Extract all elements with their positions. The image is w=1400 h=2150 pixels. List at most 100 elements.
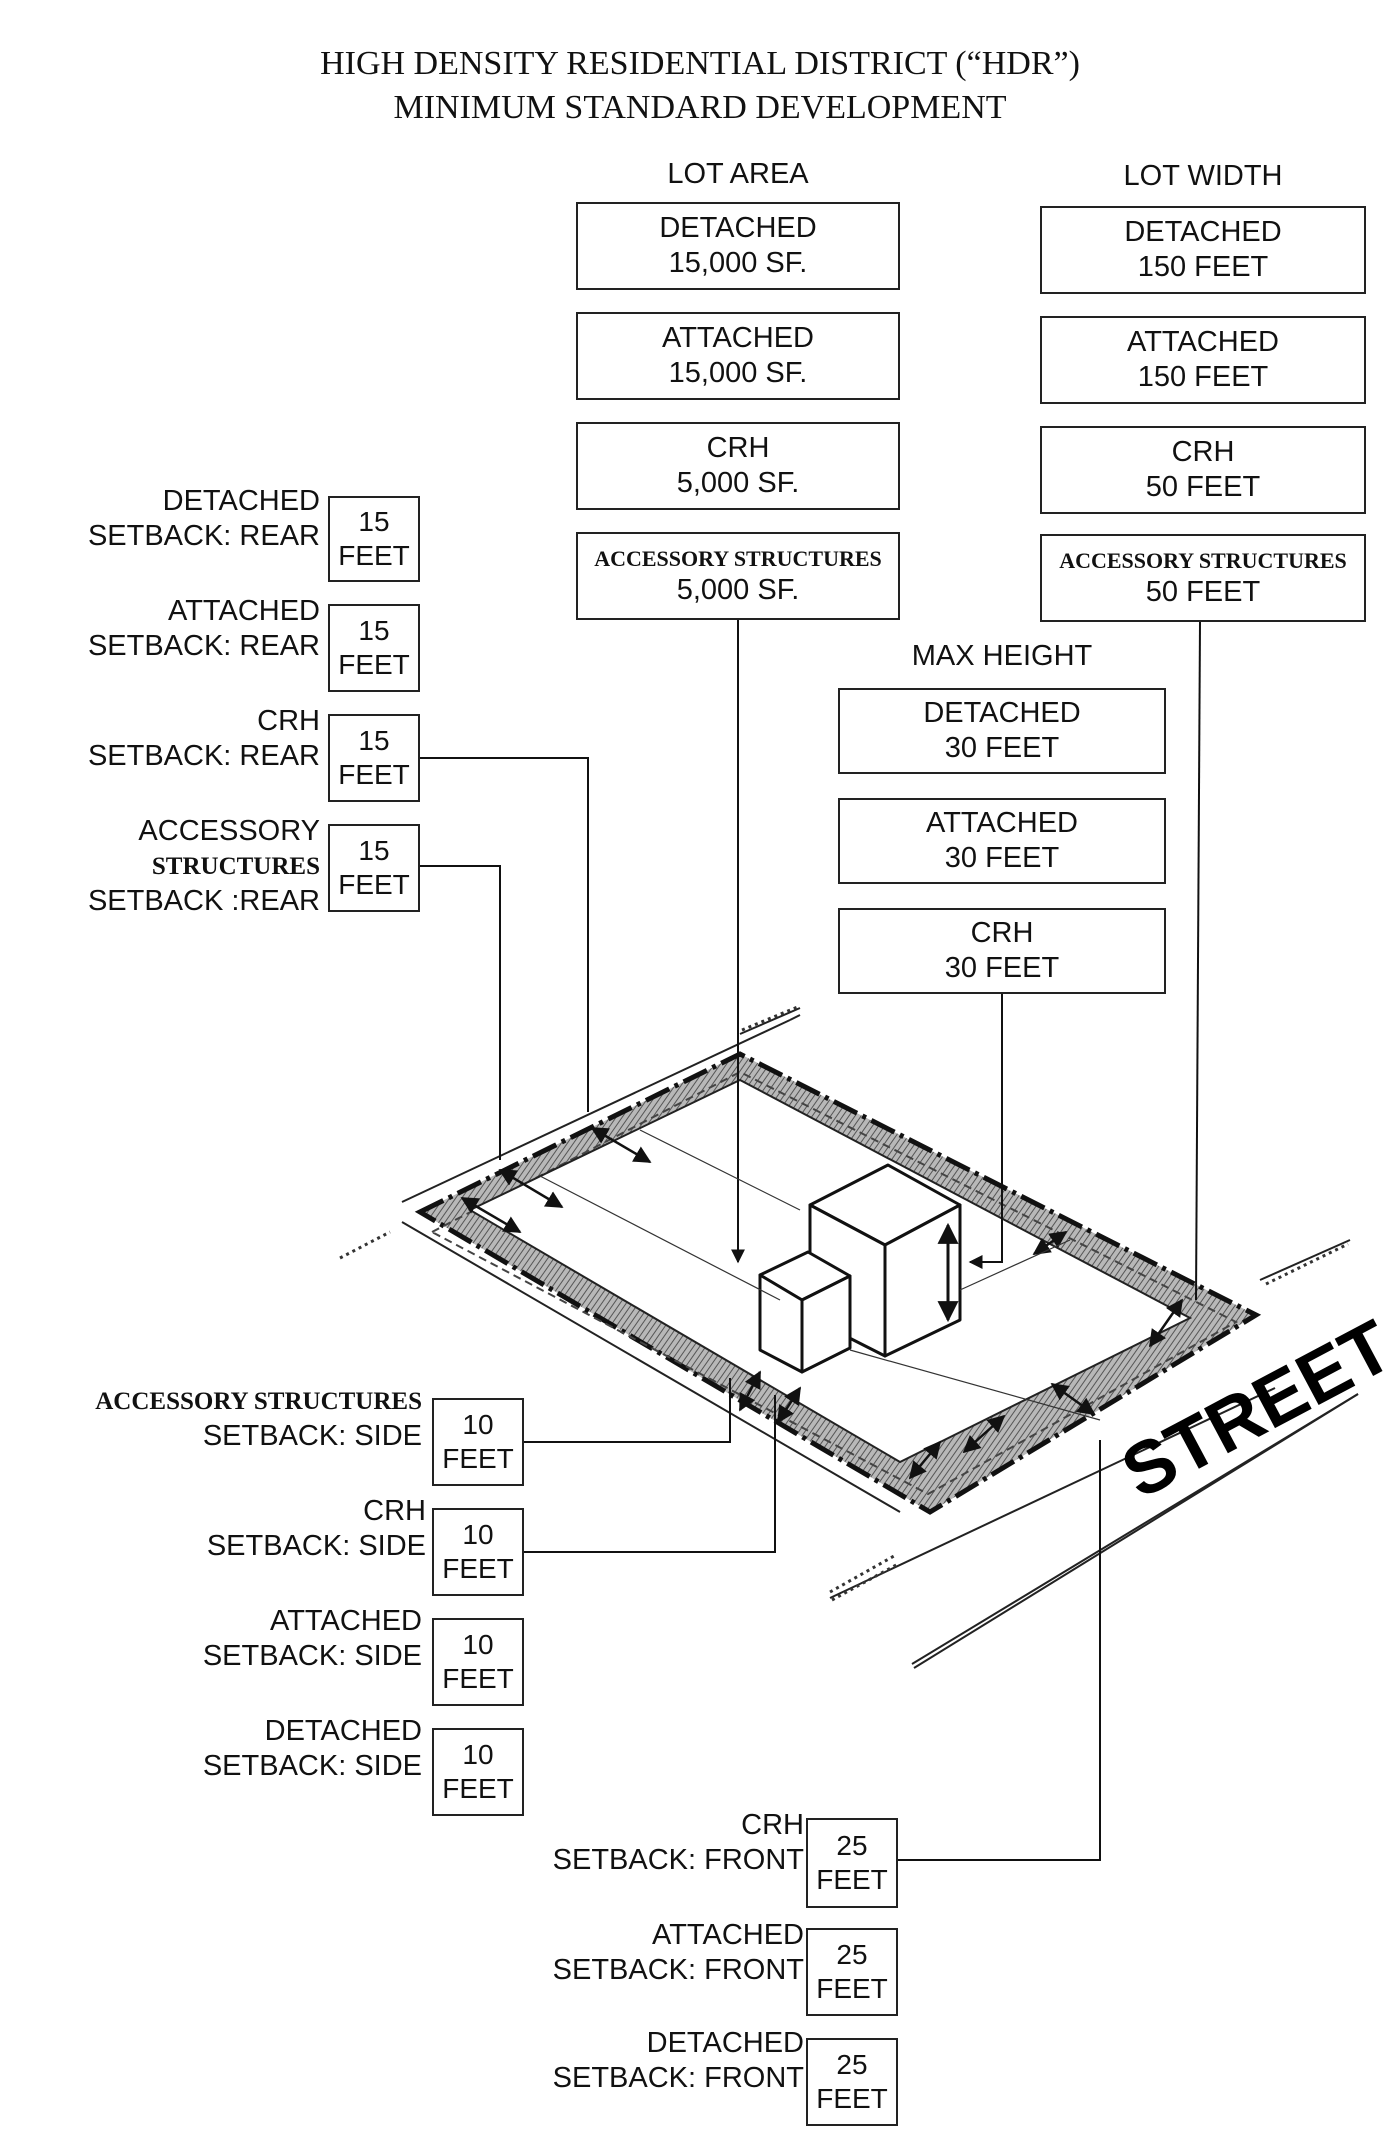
street-edge [911, 1393, 1359, 1665]
max-height-attached-value: 30 FEET [944, 842, 1060, 874]
lot-width-accessory-type: ACCESSORY STRUCTURES [1059, 547, 1347, 573]
max-height-detached-box: DETACHED 30 FEET [838, 688, 1166, 774]
front-setback-detached-kind: SETBACK: FRONT [552, 2062, 804, 2094]
rear-setback-accessory-kind: SETBACK :REAR [87, 885, 320, 917]
rear-setback-detached-kind: SETBACK: REAR [87, 520, 320, 552]
rear-setback-accessory-box: 15 FEET [328, 824, 420, 912]
front-setback-detached-type: DETACHED [646, 2027, 804, 2059]
lot-width-attached-box: ATTACHED 150 FEET [1040, 316, 1366, 404]
lot-width-detached-box: DETACHED 150 FEET [1040, 206, 1366, 294]
rear-setback-accessory-type-2: STRUCTURES [151, 853, 320, 880]
front-setback-detached-number: 25 [836, 2049, 868, 2080]
lot-width-header: LOT WIDTH [1123, 160, 1283, 192]
lot-width-detached-value: 150 FEET [1137, 251, 1269, 283]
lot-width-detached-type: DETACHED [1124, 216, 1282, 248]
side-setback-detached-unit: FEET [442, 1773, 514, 1804]
leader-lines [420, 620, 1201, 1861]
max-height-detached-type: DETACHED [923, 697, 1081, 729]
rear-setback-detached-label: DETACHED SETBACK: REAR [40, 484, 320, 554]
side-setback-detached-box: 10 FEET [432, 1728, 524, 1816]
front-setback-crh-number: 25 [836, 1830, 868, 1861]
max-height-crh-box: CRH 30 FEET [838, 908, 1166, 994]
lot-area-detached-value: 15,000 SF. [668, 247, 808, 279]
rear-setback-attached-label: ATTACHED SETBACK: REAR [40, 594, 320, 664]
side-setback-accessory-box: 10 FEET [432, 1398, 524, 1486]
max-height-crh-type: CRH [970, 917, 1034, 949]
max-height-crh-value: 30 FEET [944, 952, 1060, 984]
front-setback-attached-kind: SETBACK: FRONT [552, 1954, 804, 1986]
side-setback-detached-number: 10 [462, 1739, 494, 1770]
rear-setback-detached-box: 15 FEET [328, 496, 420, 582]
front-setback-crh-type: CRH [741, 1809, 804, 1841]
side-setback-attached-box: 10 FEET [432, 1618, 524, 1706]
lot-area-crh-type: CRH [706, 432, 770, 464]
rear-setback-detached-type: DETACHED [162, 485, 320, 517]
lot-width-attached-type: ATTACHED [1127, 326, 1279, 358]
lot-area-accessory-box: ACCESSORY STRUCTURES 5,000 SF. [576, 532, 900, 620]
side-setback-accessory-kind: SETBACK: SIDE [202, 1420, 422, 1452]
side-setback-crh-label: CRH SETBACK: SIDE [40, 1494, 426, 1564]
rear-setback-accessory-type: ACCESSORY [138, 815, 320, 847]
max-height-attached-type: ATTACHED [926, 807, 1078, 839]
max-height-header: MAX HEIGHT [911, 640, 1093, 672]
front-setback-crh-unit: FEET [816, 1864, 888, 1895]
lot-area-accessory-value: 5,000 SF. [676, 573, 800, 606]
rear-setback-accessory-label: ACCESSORY STRUCTURES SETBACK :REAR [40, 814, 320, 919]
side-setback-crh-number: 10 [462, 1519, 494, 1550]
side-setback-attached-number: 10 [462, 1629, 494, 1660]
rear-setback-crh-kind: SETBACK: REAR [87, 740, 320, 772]
page-title: HIGH DENSITY RESIDENTIAL DISTRICT (“HDR”… [320, 45, 1080, 82]
rear-setback-crh-type: CRH [257, 705, 320, 737]
lot-width-crh-type: CRH [1171, 436, 1235, 468]
accessory-building [758, 1250, 852, 1374]
lot-area-attached-box: ATTACHED 15,000 SF. [576, 312, 900, 400]
page-subtitle: MINIMUM STANDARD DEVELOPMENT [393, 89, 1007, 126]
lot-area-attached-value: 15,000 SF. [668, 357, 808, 389]
rear-setback-detached-unit: FEET [338, 540, 410, 571]
side-setback-crh-kind: SETBACK: SIDE [206, 1530, 426, 1562]
side-setback-attached-unit: FEET [442, 1663, 514, 1694]
front-setback-attached-box: 25 FEET [806, 1928, 898, 2016]
side-setback-accessory-unit: FEET [442, 1443, 514, 1474]
rear-setback-crh-box: 15 FEET [328, 714, 420, 802]
inner-lot-line [429, 1070, 1239, 1496]
rear-setback-detached-number: 15 [358, 506, 390, 537]
rear-setback-attached-number: 15 [358, 615, 390, 646]
rear-setback-accessory-number: 15 [358, 835, 390, 866]
rear-setback-crh-unit: FEET [338, 759, 410, 790]
lot-area-crh-box: CRH 5,000 SF. [576, 422, 900, 510]
side-setback-detached-type: DETACHED [264, 1715, 422, 1747]
front-setback-attached-number: 25 [836, 1939, 868, 1970]
front-setback-attached-unit: FEET [816, 1973, 888, 2004]
rear-setback-accessory-unit: FEET [338, 869, 410, 900]
lot-width-accessory-box: ACCESSORY STRUCTURES 50 FEET [1040, 534, 1366, 622]
lot-width-attached-value: 150 FEET [1137, 361, 1269, 393]
lot-area-detached-box: DETACHED 15,000 SF. [576, 202, 900, 290]
side-setback-crh-box: 10 FEET [432, 1508, 524, 1596]
front-setback-crh-label: CRH SETBACK: FRONT [460, 1808, 804, 1878]
rear-setback-attached-box: 15 FEET [328, 604, 420, 692]
side-setback-accessory-label: ACCESSORY STRUCTURES SETBACK: SIDE [40, 1384, 422, 1454]
front-setback-detached-unit: FEET [816, 2083, 888, 2114]
front-setback-attached-label: ATTACHED SETBACK: FRONT [460, 1918, 804, 1988]
max-height-detached-value: 30 FEET [944, 732, 1060, 764]
lot-area-header: LOT AREA [667, 158, 809, 190]
side-setback-attached-label: ATTACHED SETBACK: SIDE [40, 1604, 422, 1674]
rear-setback-attached-unit: FEET [338, 649, 410, 680]
lot-area-attached-type: ATTACHED [662, 322, 814, 354]
side-setback-crh-unit: FEET [442, 1553, 514, 1584]
lot-area-accessory-type: ACCESSORY STRUCTURES [594, 545, 882, 571]
lot-width-crh-value: 50 FEET [1145, 471, 1261, 503]
max-height-attached-box: ATTACHED 30 FEET [838, 798, 1166, 884]
rear-setback-attached-kind: SETBACK: REAR [87, 630, 320, 662]
front-setback-crh-kind: SETBACK: FRONT [552, 1844, 804, 1876]
front-setback-crh-box: 25 FEET [806, 1818, 898, 1908]
lot-width-crh-box: CRH 50 FEET [1040, 426, 1366, 514]
rear-setback-attached-type: ATTACHED [168, 595, 320, 627]
setback-dimension-arrows [460, 1126, 1184, 1480]
guide-lines [539, 1129, 1101, 1421]
front-setback-detached-label: DETACHED SETBACK: FRONT [460, 2026, 804, 2096]
rear-setback-crh-label: CRH SETBACK: REAR [40, 704, 320, 774]
setback-band [420, 1054, 1256, 1512]
